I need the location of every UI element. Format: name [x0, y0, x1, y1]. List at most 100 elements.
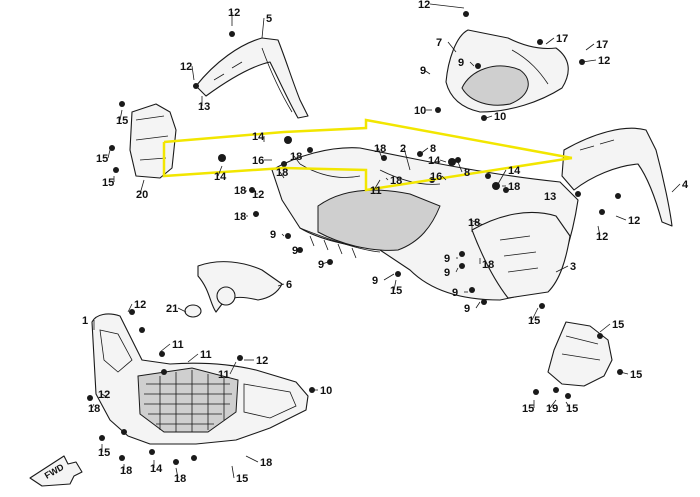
leader-line-11	[187, 353, 199, 363]
callout-9: 9	[372, 275, 378, 287]
leader-line-12	[615, 215, 627, 221]
callout-12: 12	[134, 299, 146, 311]
leader-line-14	[439, 159, 447, 163]
leader-line-9	[281, 233, 285, 237]
callout-12: 12	[252, 189, 264, 201]
callout-15: 15	[528, 315, 540, 327]
leader-line-15	[565, 401, 571, 409]
leader-line-9	[321, 261, 329, 265]
callout-18: 18	[234, 185, 246, 197]
callout-15: 15	[612, 319, 624, 331]
callout-15: 15	[116, 115, 128, 127]
callout-15: 15	[522, 403, 534, 415]
callout-12: 12	[596, 231, 608, 243]
callout-9: 9	[444, 267, 450, 279]
callout-20: 20	[136, 189, 148, 201]
callout-18: 18	[374, 143, 386, 155]
callout-14: 14	[428, 155, 441, 167]
callout-6: 6	[286, 279, 292, 291]
leader-line-17	[545, 37, 555, 45]
leader-line-12	[191, 65, 195, 81]
leader-line-9	[455, 267, 459, 273]
callout-17: 17	[596, 39, 608, 51]
callout-18: 18	[468, 217, 480, 229]
callout-9: 9	[464, 303, 470, 315]
callout-12: 12	[598, 55, 610, 67]
callout-12: 12	[228, 7, 240, 19]
callout-15: 15	[566, 403, 578, 415]
leader-line-9	[475, 301, 481, 309]
leader-line-12	[597, 225, 601, 237]
callout-10: 10	[320, 385, 332, 397]
callout-21: 21	[166, 303, 178, 315]
callout-12: 12	[256, 355, 268, 367]
leader-line-15	[107, 149, 111, 159]
leader-line-6	[277, 283, 285, 287]
leader-line-15	[119, 109, 123, 121]
leader-line-11	[159, 343, 171, 353]
leader-line-8	[419, 147, 429, 155]
callout-12: 12	[628, 215, 640, 227]
leader-line-15	[599, 323, 611, 333]
callout-1: 1	[82, 315, 88, 327]
leader-line-9	[383, 273, 395, 281]
callout-11: 11	[172, 339, 184, 351]
callout-11: 11	[370, 185, 382, 197]
leader-line-7	[447, 41, 457, 53]
part-6-handlebar-cover	[197, 261, 283, 313]
callout-14: 14	[214, 171, 227, 183]
callout-9: 9	[444, 253, 450, 265]
leader-line-16	[441, 175, 447, 181]
part-3-side-panel	[471, 211, 571, 299]
callout-11: 11	[200, 349, 212, 361]
part-1-front-nose	[91, 313, 309, 445]
leader-line-18	[91, 403, 95, 409]
callout-18: 18	[234, 211, 246, 223]
leader-line-12	[127, 303, 133, 313]
leader-line-12	[429, 3, 465, 9]
callout-8: 8	[430, 143, 436, 155]
callout-18: 18	[88, 403, 100, 415]
callout-2: 2	[400, 143, 406, 155]
leader-line-9	[423, 69, 431, 75]
part-21-cap	[184, 304, 202, 318]
part-19-lower-bracket	[547, 321, 613, 387]
callout-13: 13	[198, 101, 210, 113]
part-7-upper-cover	[445, 29, 569, 113]
leader-line-18	[377, 147, 383, 159]
callout-19: 19	[546, 403, 558, 415]
callout-18: 18	[120, 465, 132, 477]
callout-18: 18	[174, 473, 186, 485]
callout-12: 12	[418, 0, 430, 11]
callout-9: 9	[458, 57, 464, 69]
callout-10: 10	[494, 111, 506, 123]
callout-9: 9	[452, 287, 458, 299]
callout-12: 12	[180, 61, 192, 73]
callout-17: 17	[556, 33, 568, 45]
callout-9: 9	[420, 65, 426, 77]
highlight-outline	[162, 118, 573, 192]
callout-8: 8	[464, 167, 470, 179]
leader-line-20	[139, 179, 145, 195]
leader-line-15	[531, 307, 539, 321]
callout-4: 4	[682, 179, 689, 191]
fwd-arrow: FWD	[29, 455, 83, 487]
leader-line-18	[293, 155, 301, 165]
callout-7: 7	[436, 37, 442, 49]
leader-line-9	[469, 61, 475, 67]
callout-9: 9	[292, 245, 298, 257]
leader-line-21	[177, 307, 187, 313]
part-4-rear-fender	[561, 127, 673, 227]
callout-18: 18	[260, 457, 272, 469]
callout-18: 18	[276, 167, 288, 179]
callout-15: 15	[630, 369, 642, 381]
leader-line-15	[393, 279, 397, 291]
callout-14: 14	[252, 131, 265, 143]
leader-line-15	[619, 371, 629, 375]
callout-14: 14	[508, 165, 521, 177]
leader-line-15	[231, 465, 235, 479]
leader-line-14	[217, 165, 223, 177]
callout-5: 5	[266, 13, 272, 25]
